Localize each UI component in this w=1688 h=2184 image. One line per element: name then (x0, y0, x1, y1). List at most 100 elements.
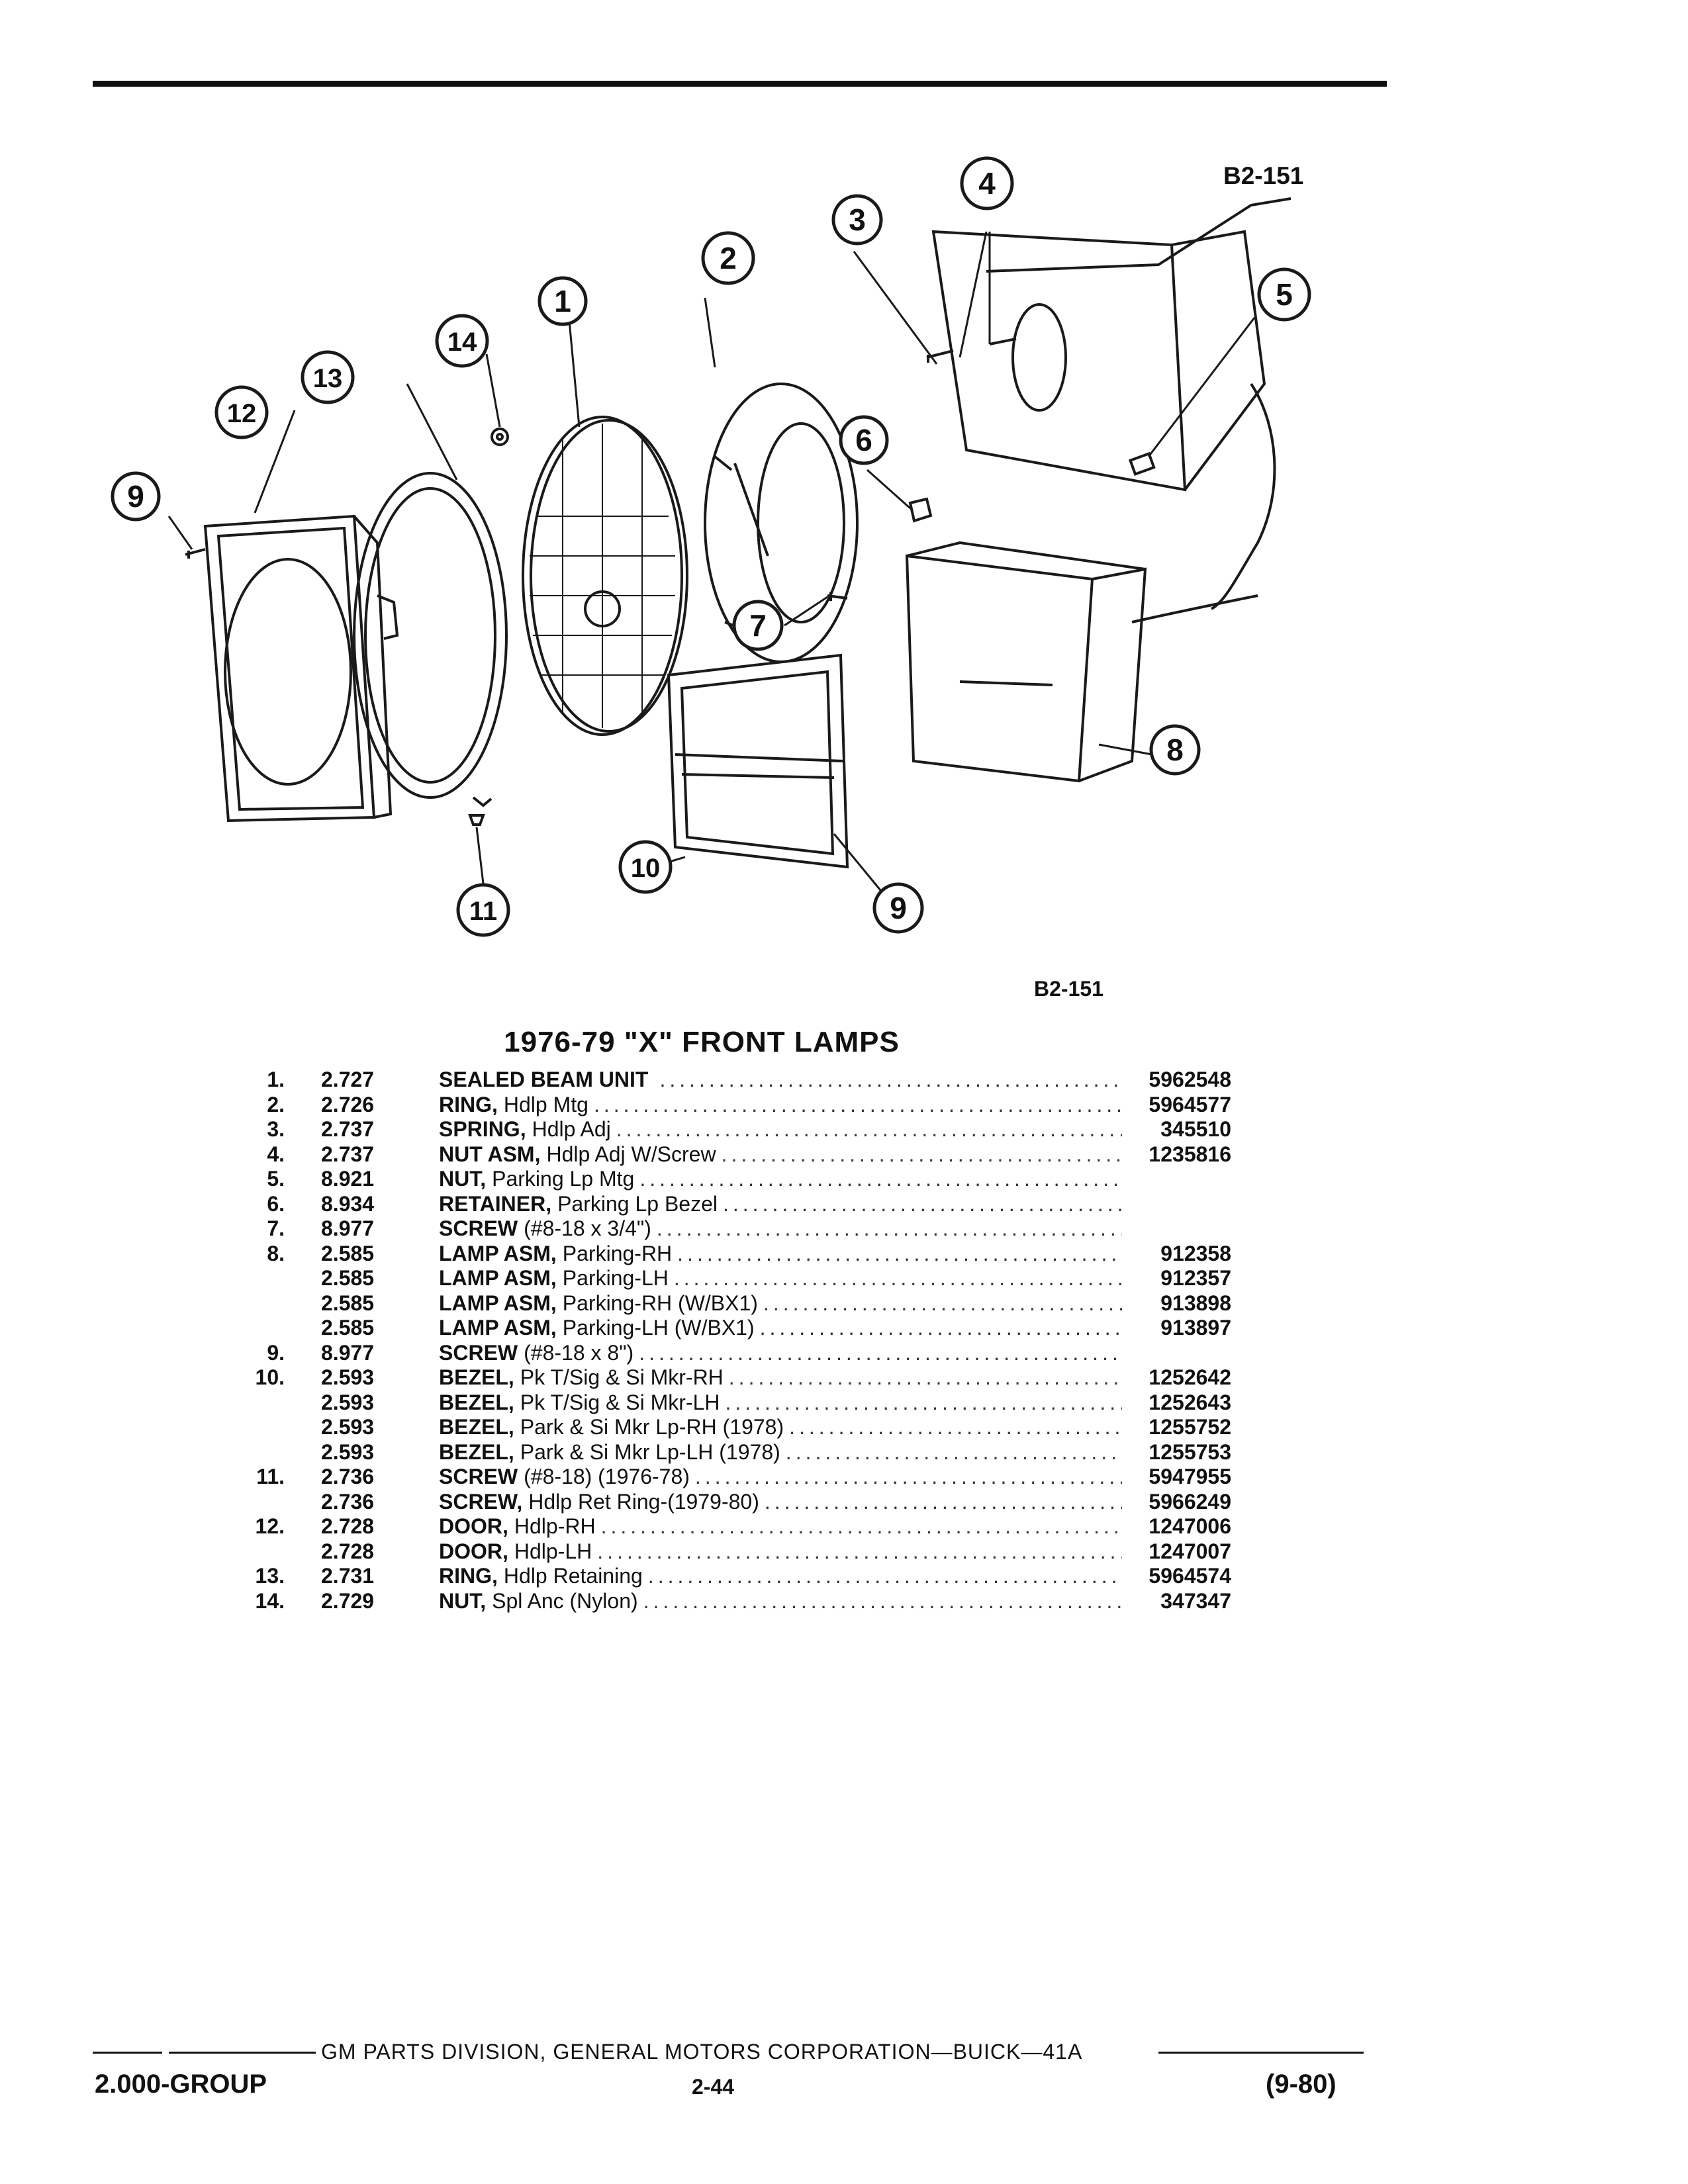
part-number: 5947955 (1149, 1465, 1231, 1488)
leader-dots (639, 1167, 1122, 1192)
callout-label: 7 (749, 608, 767, 643)
footer-publisher: GM PARTS DIVISION, GENERAL MOTORS CORPOR… (321, 2040, 1083, 2064)
group-number: 2.726 (321, 1092, 375, 1116)
part-detail: Spl Anc (Nylon) (492, 1588, 638, 1613)
callout-label: 3 (849, 203, 866, 237)
part-description: SCREW(#8-18) (1976-78) (424, 1465, 1122, 1490)
part-name: NUT, (439, 1167, 487, 1191)
part-number: 5964577 (1149, 1092, 1231, 1116)
callout-label: 9 (890, 891, 907, 925)
part-description: SEALED BEAM UNIT (424, 1068, 1122, 1093)
part-name: SEALED BEAM UNIT (439, 1068, 649, 1091)
part-name: SPRING, (439, 1117, 526, 1141)
leader-dots (677, 1242, 1122, 1267)
part-detail: Parking Lp Bezel (557, 1191, 718, 1216)
part-name: DOOR, (439, 1514, 508, 1538)
part-description: DOOR,Hdlp-RH (424, 1514, 1122, 1539)
part-detail: Hdlp Retaining (503, 1564, 643, 1588)
part-detail: Hdlp Ret Ring-(1979-80) (528, 1489, 759, 1514)
group-number: 8.977 (321, 1216, 375, 1240)
part-description: LAMP ASM,Parking-RH (W/BX1) (424, 1291, 1122, 1316)
screw-11-drawing (468, 814, 485, 826)
group-number: 2.593 (321, 1390, 375, 1414)
part-name: LAMP ASM, (439, 1291, 557, 1315)
revision-date: (9-80) (1266, 2070, 1336, 2099)
part-name: RING, (439, 1092, 498, 1116)
callout-label: 10 (631, 854, 661, 883)
leader-dots (760, 1316, 1122, 1341)
callout-labels: 1 2 3 4 5 6 7 8 9 9 10 11 12 13 14 (127, 166, 1293, 926)
part-number: 5962548 (1149, 1068, 1231, 1091)
part-detail: Parking Lp Mtg (492, 1167, 635, 1191)
part-description: SCREW,Hdlp Ret Ring-(1979-80) (424, 1490, 1122, 1515)
part-description: NUT,Spl Anc (Nylon) (424, 1589, 1122, 1614)
group-number: 2.737 (321, 1117, 375, 1141)
parts-row: 1. 2.727 SEALED BEAM UNIT 5962548 (218, 1068, 1231, 1093)
parts-row: 2.585 LAMP ASM,Parking-RH (W/BX1) 913898 (218, 1291, 1231, 1316)
item-index: 1. (267, 1068, 285, 1091)
item-index: 13. (255, 1564, 285, 1588)
part-description: RING,Hdlp Retaining (424, 1564, 1122, 1589)
part-number: 912357 (1160, 1266, 1231, 1290)
part-number: 913898 (1160, 1291, 1231, 1315)
group-number: 8.934 (321, 1191, 375, 1216)
callout-label: 1 (554, 284, 571, 318)
group-number: 2.736 (321, 1489, 375, 1514)
group-label: 2.000-GROUP (95, 2070, 267, 2099)
headlamp-door-drawing (203, 514, 399, 823)
item-index: 9. (267, 1340, 285, 1365)
item-index: 14. (255, 1588, 285, 1613)
group-number: 2.731 (321, 1564, 375, 1588)
part-description: BEZEL,Park & Si Mkr Lp-LH (1978) (424, 1440, 1122, 1465)
leader-dots (765, 1490, 1122, 1515)
part-detail: Hdlp-LH (514, 1539, 592, 1563)
group-number: 2.593 (321, 1415, 375, 1439)
part-number: 347347 (1160, 1588, 1231, 1613)
part-description: NUT,Parking Lp Mtg (424, 1167, 1122, 1192)
group-number: 2.728 (321, 1514, 375, 1538)
leader-dots (722, 1142, 1122, 1167)
part-name: NUT ASM, (439, 1142, 541, 1166)
group-number: 2.736 (321, 1465, 375, 1488)
part-name: DOOR, (439, 1539, 508, 1563)
group-number: 8.977 (321, 1340, 375, 1365)
callout-label: 8 (1166, 733, 1184, 767)
item-index: 4. (267, 1142, 285, 1166)
leader-dots (674, 1266, 1122, 1291)
item-index: 6. (267, 1191, 285, 1216)
leader-dots (594, 1093, 1122, 1118)
part-number: 1252642 (1149, 1365, 1231, 1389)
leader-dots (657, 1216, 1122, 1242)
group-number: 2.585 (321, 1266, 375, 1290)
part-detail: Pk T/Sig & Si Mkr-RH (520, 1365, 724, 1389)
leader-dots (789, 1415, 1122, 1440)
part-description: NUT ASM,Hdlp Adj W/Screw (424, 1142, 1122, 1167)
sealed-beam-drawing (522, 416, 688, 736)
item-index: 2. (267, 1092, 285, 1116)
part-detail: Park & Si Mkr Lp-RH (1978) (520, 1415, 784, 1439)
group-number: 8.921 (321, 1167, 375, 1191)
part-number: 345510 (1160, 1117, 1231, 1141)
group-number: 2.585 (321, 1291, 375, 1315)
callout-label: 5 (1276, 277, 1293, 312)
group-number: 2.727 (321, 1068, 375, 1091)
group-number: 2.585 (321, 1316, 375, 1340)
part-description: LAMP ASM,Parking-LH (424, 1266, 1122, 1291)
leader-dots (648, 1564, 1122, 1589)
screw-9-left-drawing (185, 548, 206, 559)
part-detail: Pk T/Sig & Si Mkr-LH (520, 1390, 720, 1414)
